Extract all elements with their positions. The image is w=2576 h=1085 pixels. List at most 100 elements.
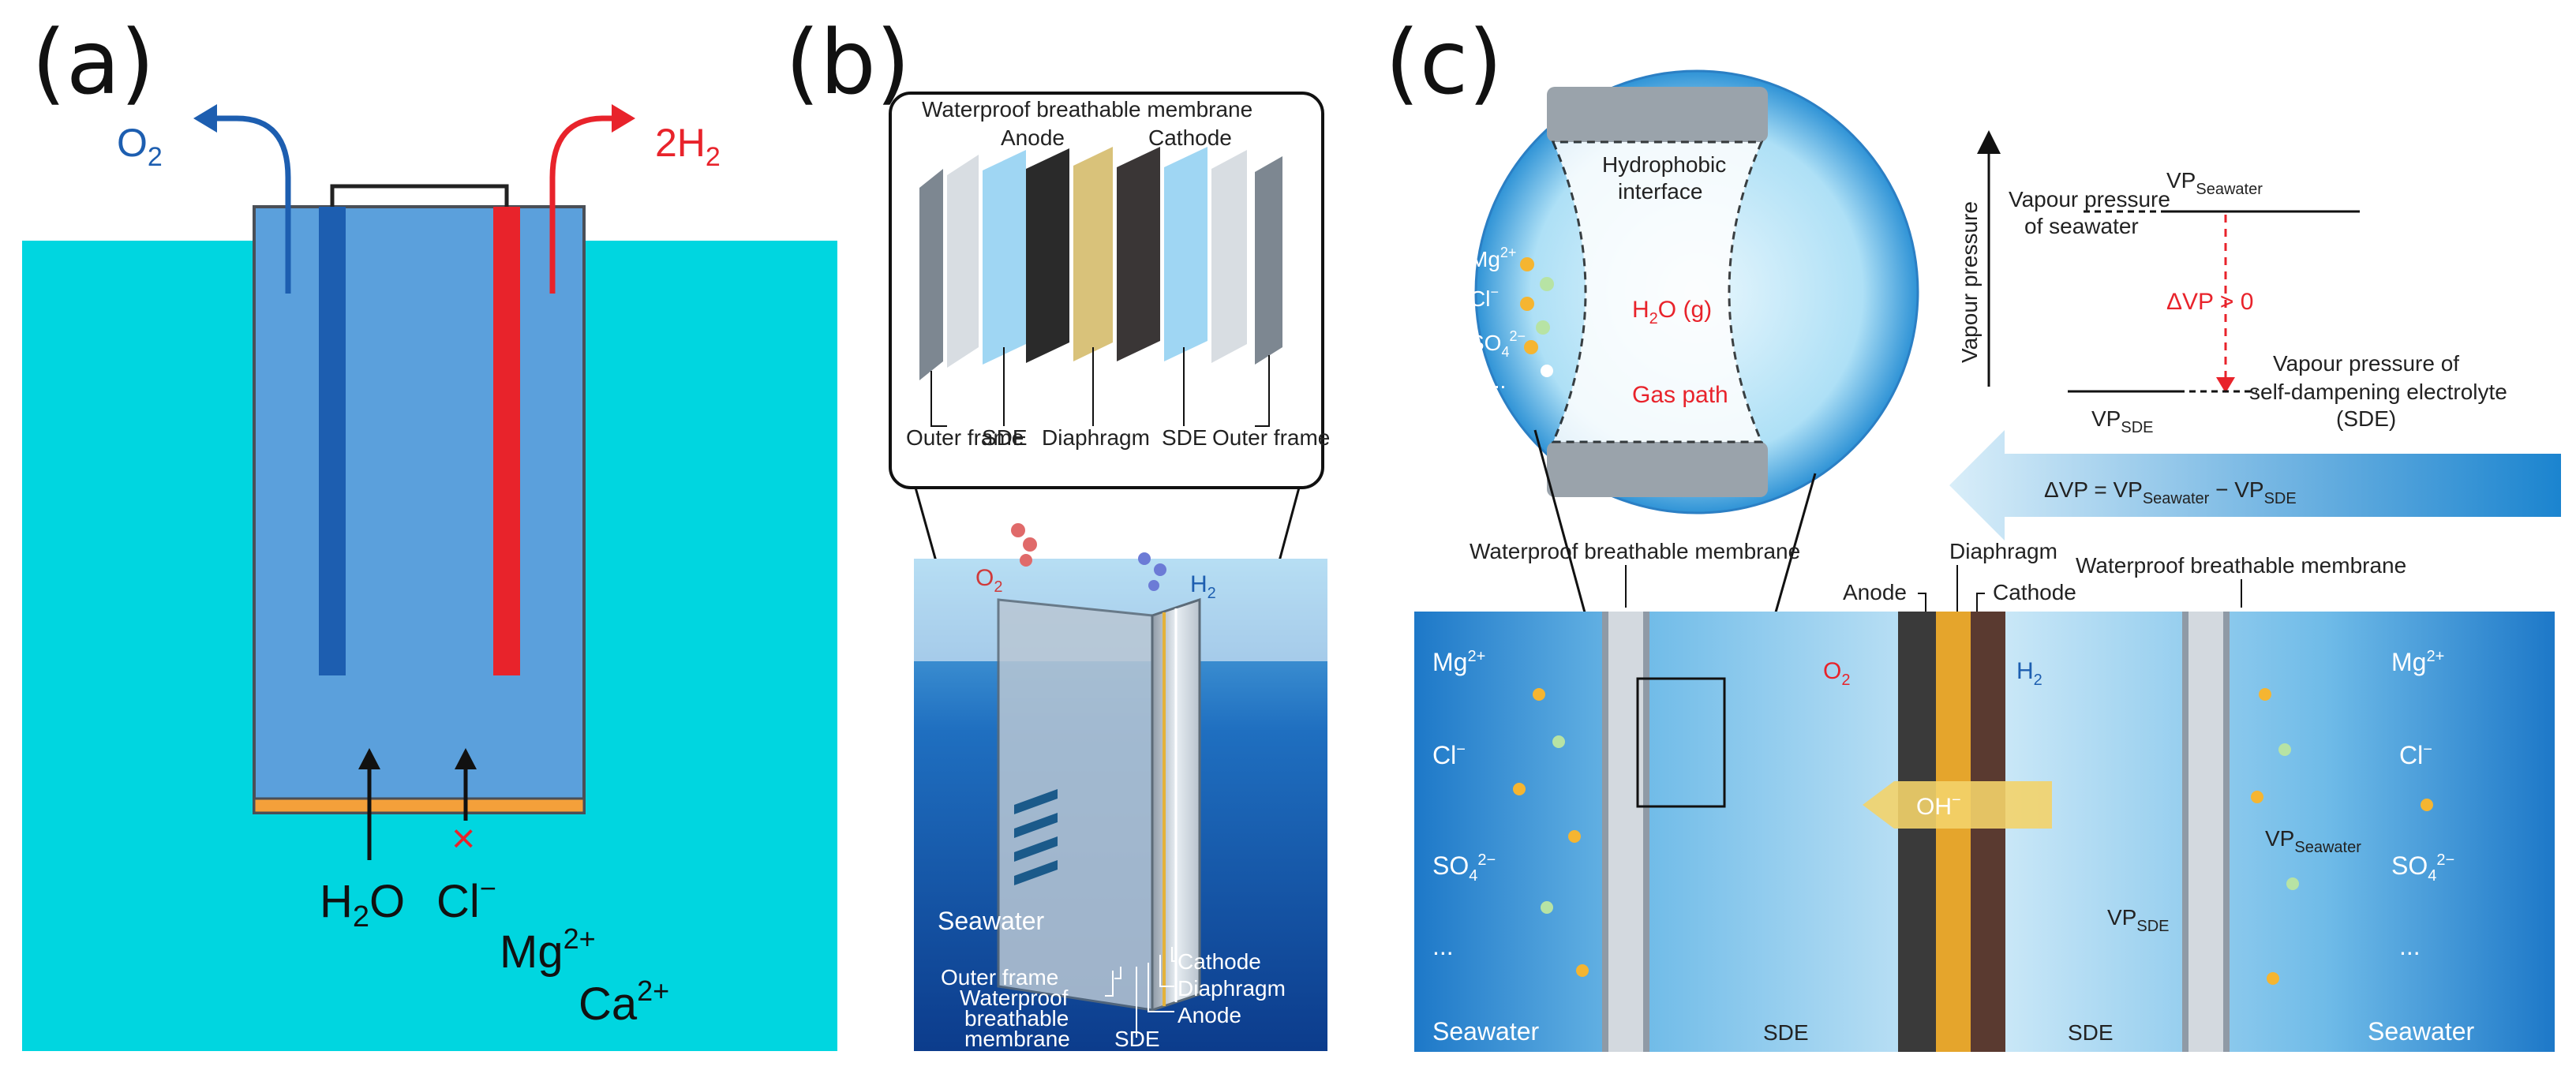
label-sde-bottom: SDE	[1114, 1027, 1160, 1051]
h2-bubbles	[1138, 552, 1166, 591]
label-cathode-bottom: Cathode	[1178, 949, 1261, 974]
ion-mg-right: Mg2+	[2391, 648, 2444, 676]
diaphragm-layer	[1936, 612, 1971, 1052]
label-h2o-gas: H2O (g)	[1632, 297, 1712, 327]
panel-b: (b) Waterproof breathable membrane Anode…	[785, 12, 1330, 1051]
h2-label-b: H2	[1190, 571, 1216, 602]
h2o-label: H2O	[320, 876, 405, 933]
graph-ylabel: Vapour pressure	[1957, 201, 1982, 363]
ion-dots	[1513, 688, 2433, 985]
ion-so4-right: SO42−	[2391, 851, 2454, 885]
dvp-equation: ΔVP = VPSeawater − VPSDE	[2044, 477, 2297, 507]
panel-a: (a) O2 2H2 × H2O Cl− Mg2+ Ca2+	[22, 12, 837, 1051]
layer-membrane-left	[947, 155, 979, 368]
label-wbm-right: Waterproof breathable membrane	[2076, 553, 2406, 578]
panel-c: (c) Hydrophobic interface H2O (g) Gas pa…	[1385, 12, 2561, 1052]
blocked-mark: ×	[451, 816, 475, 862]
dvp-label: ΔVP > 0	[2166, 289, 2253, 315]
vp-sea-text-1: Vapour pressure	[2009, 187, 2170, 211]
exploded-layers	[919, 147, 1282, 380]
vp-sde-text-3: (SDE)	[2336, 406, 2396, 431]
h2-label: 2H2	[655, 121, 721, 172]
oh-label: OH−	[1916, 791, 1961, 820]
h2-label-c: H2	[2016, 658, 2042, 689]
label-sde-right: SDE	[1162, 425, 1208, 450]
label-wbm-left: Waterproof breathable membrane	[1470, 539, 1800, 563]
o2-arrow	[212, 115, 291, 294]
ion-so4-left: SO42−	[1432, 851, 1496, 885]
vp-sea-text-2: of seawater	[2024, 214, 2139, 238]
circle-ions	[1520, 257, 1554, 377]
label-cathode-c: Cathode	[1993, 580, 2076, 604]
seawater-left: Seawater	[1432, 1017, 1540, 1046]
dots-left: ...	[1432, 932, 1454, 960]
cathode-layer	[1971, 612, 2005, 1052]
label-outer-frame-left: Outer frame	[906, 425, 1024, 450]
layer-membrane-right	[1211, 150, 1247, 363]
o2-label: O2	[117, 121, 163, 172]
h2o-arrowhead	[358, 748, 380, 769]
device-vents	[1014, 789, 1058, 885]
vp-sde-text-2: self-dampening electrolyte	[2249, 380, 2507, 404]
label-waterproof-top: Waterproof breathable membrane	[922, 97, 1252, 122]
mg-label: Mg2+	[500, 922, 596, 978]
ion-cl-right: Cl−	[2399, 741, 2432, 769]
dots-right: ...	[2399, 932, 2421, 960]
zoom-rectangle	[1636, 677, 1726, 808]
layer-diaphragm	[1073, 147, 1113, 361]
label-gas-path: Gas path	[1632, 382, 1728, 408]
membrane-bottom-block	[1547, 442, 1768, 497]
circle-so4: SO42−	[1470, 328, 1526, 360]
label-diaphragm-bottom: Diaphragm	[1178, 976, 1286, 1001]
vp-sde-text-1: Vapour pressure of	[2273, 351, 2459, 376]
panel-a-label: (a)	[32, 12, 155, 114]
layer-cathode	[1117, 147, 1160, 361]
dvp-gradient-arrow	[1949, 430, 2561, 541]
electrolytic-cell	[253, 205, 586, 814]
vp-sde-label: VPSDE	[2091, 406, 2153, 436]
circle-mg: Mg2+	[1470, 245, 1516, 271]
label-outer-frame-bottom: Outer frame	[941, 965, 1058, 990]
layer-outer-frame-right	[1255, 156, 1282, 365]
layer-sde-right	[1164, 147, 1208, 361]
layer-outer-frame-left	[919, 169, 943, 380]
layer-anode	[1026, 148, 1069, 363]
panel-c-label: (c)	[1385, 12, 1503, 114]
o2-bubbles	[1011, 523, 1037, 567]
vp-seawater-c: VPSeawater	[2265, 826, 2361, 856]
label-anode-c: Anode	[1843, 580, 1907, 604]
h2-arrowhead	[612, 104, 635, 133]
ion-cl-left: Cl−	[1432, 741, 1466, 769]
exploded-leaders	[930, 347, 1270, 427]
label-interface: interface	[1618, 179, 1702, 204]
label-cathode-top: Cathode	[1148, 125, 1232, 150]
label-waterproof-bottom: Waterproof	[960, 986, 1069, 1010]
o2-arrowhead	[193, 104, 217, 133]
cathode-electrode	[493, 207, 520, 675]
h2-arrow	[549, 115, 616, 294]
circle-cl: Cl−	[1470, 284, 1499, 311]
label-anode-top: Anode	[1001, 125, 1065, 150]
layer-sde-left	[983, 150, 1026, 365]
sde-right: SDE	[2068, 1020, 2114, 1045]
label-diaphragm-c: Diaphragm	[1949, 539, 2057, 563]
dvp-arrowhead	[2216, 377, 2235, 393]
anode-electrode	[319, 207, 346, 675]
cl-label: Cl−	[436, 872, 496, 927]
o2-label-b: O2	[975, 565, 1002, 596]
label-membrane-bottom: membrane	[964, 1027, 1070, 1051]
panel-b-label: (b)	[785, 12, 910, 114]
membrane-strip	[253, 797, 586, 814]
label-hydrophobic: Hydrophobic	[1602, 152, 1726, 177]
hydrophobic-channel	[1551, 140, 1764, 443]
membrane-right	[2182, 612, 2230, 1052]
ion-mg-left: Mg2+	[1432, 648, 1485, 676]
bottom-leaders	[1105, 947, 1176, 1038]
sde-left: SDE	[1763, 1020, 1809, 1045]
anode-layer	[1898, 612, 1936, 1052]
vp-sde-c: VPSDE	[2107, 905, 2169, 935]
cl-arrowhead	[455, 748, 477, 769]
circle-dots: ...	[1488, 369, 1506, 393]
label-diaphragm: Diaphragm	[1042, 425, 1150, 450]
